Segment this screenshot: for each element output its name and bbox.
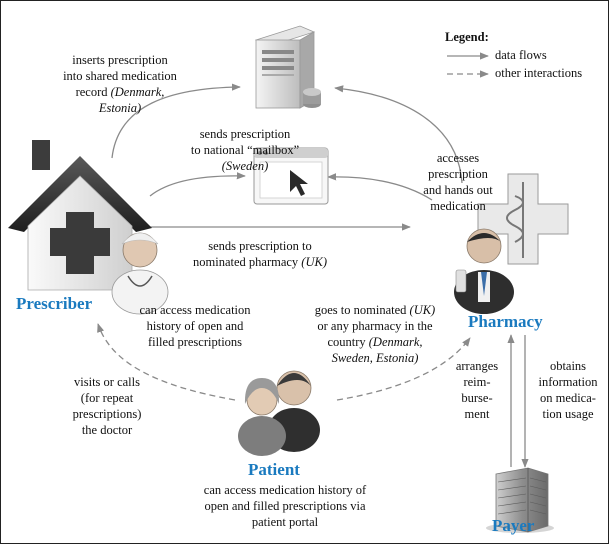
label-inserts-shared-record: inserts prescription into shared medicat… xyxy=(63,53,177,115)
interaction-arrows xyxy=(97,323,471,401)
legend-samples xyxy=(447,52,489,78)
arrow-prescriber-to-mailbox xyxy=(149,172,246,197)
role-prescriber: Prescriber xyxy=(16,294,93,313)
house-doctor-icon xyxy=(8,140,169,315)
patients-icon xyxy=(238,370,320,456)
role-patient: Patient xyxy=(248,460,300,479)
label-patient-portal: can access medication history of open an… xyxy=(203,483,367,529)
legend-title: Legend: xyxy=(445,30,489,44)
label-goes-to-pharmacy: goes to nominated (UK) or any pharmacy i… xyxy=(314,303,436,365)
legend-item-data-flows: data flows xyxy=(495,48,547,62)
arrow-pharmacy-to-mailbox xyxy=(327,173,433,201)
label-prescriber-history: can access medication history of open an… xyxy=(139,303,251,349)
label-sends-to-mailbox: sends prescription to national “mailbox”… xyxy=(190,127,300,173)
label-obtains-information: obtains information on medica- tion usag… xyxy=(538,359,598,421)
arrow-prescriber-to-server xyxy=(111,83,241,159)
arrow-patient-to-pharmacy xyxy=(336,337,471,401)
role-pharmacy: Pharmacy xyxy=(468,312,543,331)
label-sends-to-nominated: sends prescription to nominated pharmacy… xyxy=(193,239,327,269)
label-accesses-prescription: accesses prescription and hands out medi… xyxy=(423,151,493,213)
mailbox-browser-icon xyxy=(253,147,329,205)
label-arranges-reimbursement: arranges reim- burse- ment xyxy=(455,359,499,421)
arrow-patient-to-prescriber xyxy=(97,323,236,401)
payer-building-icon xyxy=(486,467,554,533)
role-payer: Payer xyxy=(492,516,535,535)
arrow-pharmacy-to-server xyxy=(334,85,463,184)
server-icon xyxy=(254,25,321,109)
data-flow-arrows xyxy=(111,83,529,468)
legend-item-other-interactions: other interactions xyxy=(495,66,583,80)
label-visits-doctor: visits or calls (for repeat prescription… xyxy=(72,375,142,437)
pharmacist-icon xyxy=(454,173,569,314)
